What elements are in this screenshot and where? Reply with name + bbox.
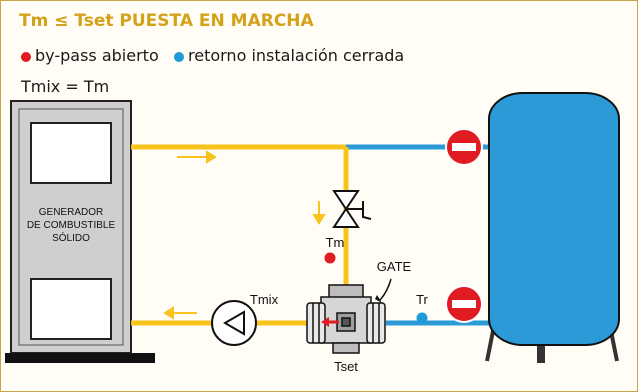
gate-label: GATE (377, 259, 412, 274)
generator-door-bottom (30, 278, 112, 340)
flow-arrows (163, 150, 326, 320)
red-dot-icon (21, 51, 31, 62)
tm-label: Tm (326, 235, 345, 250)
generator-label-1: GENERADOR (39, 207, 103, 218)
bypass-valve (332, 190, 372, 228)
blue-dot-icon (174, 51, 184, 62)
generator-label-3: SÓLIDO (52, 231, 90, 244)
legend-bypass-open: by-pass abierto (35, 46, 159, 65)
generator: GENERADOR DE COMBUSTIBLE SÓLIDO (5, 100, 155, 363)
generator-base (5, 353, 155, 363)
diagram-title: Tm ≤ Tset PUESTA EN MARCHA (19, 11, 314, 31)
stop-icon (445, 285, 483, 323)
diagram-subtitle: Tmix = Tm (21, 77, 110, 96)
legend: by-pass abierto retorno instalación cerr… (21, 46, 404, 65)
gate-pointer (378, 278, 392, 302)
tm-sensor-dot (324, 252, 336, 264)
stop-icon (445, 128, 483, 166)
tset-label: Tset (334, 359, 358, 374)
pump (211, 300, 257, 346)
generator-label-2: DE COMBUSTIBLE (27, 220, 116, 231)
tmix-label: Tmix (250, 292, 279, 307)
storage-tank (485, 92, 620, 363)
valve-flow-arrow-icon (321, 317, 339, 327)
legend-return-closed: retorno instalación cerrada (188, 46, 405, 65)
pipes (131, 144, 491, 326)
tr-label: Tr (416, 292, 428, 307)
gate-valve (306, 284, 386, 354)
generator-door-top (30, 122, 112, 184)
tr-sensor-dot (416, 312, 428, 324)
pump-triangle-icon (223, 310, 245, 336)
